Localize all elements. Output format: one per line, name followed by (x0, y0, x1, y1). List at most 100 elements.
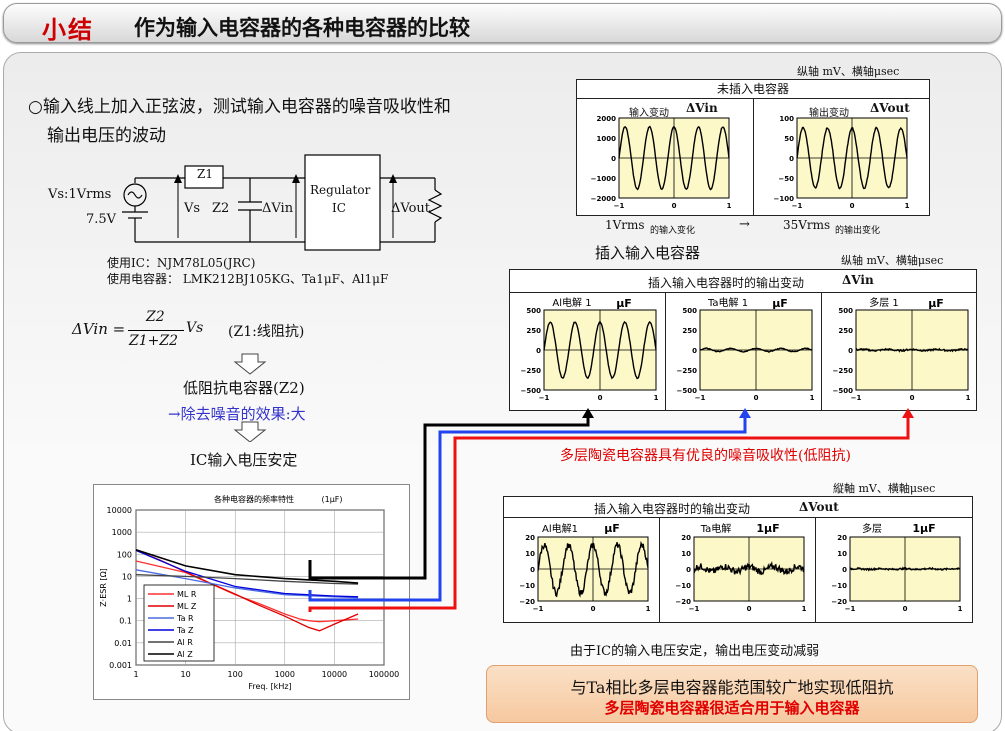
freq-ytick: 0.001 (109, 661, 132, 670)
dvin-label: ΔVin (262, 201, 294, 216)
bot-panel-name: 多层 (862, 522, 882, 535)
top-left-ytick: 0 (611, 155, 616, 163)
bot-panel-2-xtick: 1 (958, 605, 963, 613)
flow-step2: →除去噪音的效果:大 (168, 405, 306, 423)
top-right-xtick: 1 (905, 202, 910, 210)
freq-xtick: 10000 (322, 670, 347, 679)
mid-panel-2-waveform (855, 347, 969, 353)
legend-label: Al R (177, 638, 193, 647)
freq-ylabel: Z·ESR [Ω] (99, 568, 108, 607)
bot-panel-2-waveform (849, 566, 960, 572)
bot-panel-unit: 1μF (756, 522, 779, 535)
top-right-label: 输出变动 (809, 108, 849, 119)
vs-label: Vs (184, 201, 201, 216)
mid-panel-unit: μF (616, 297, 632, 310)
bot-panel-2-xtick: −1 (845, 605, 856, 613)
bot-panel-1-ytick: 20 (681, 534, 691, 542)
mid-panel-name: Al电解 1 (552, 296, 591, 309)
bot-panel-2-xtick: 0 (903, 605, 908, 613)
top-left-sym: ΔVin (686, 101, 718, 115)
mid-chart-title: 插入输入电容器时的输出变动 (648, 276, 805, 290)
formula-den: Z1+Z2 (129, 333, 178, 349)
formula-num: Z2 (146, 309, 165, 325)
freq-chart-title-unit: (1μF) (321, 495, 342, 504)
conclusion-text: 由于IC的输入电压安定，输出电压变动减弱 (570, 644, 820, 659)
bot-panel-1-xtick: 0 (747, 605, 752, 613)
mid-panel-1-xtick: −1 (695, 394, 706, 402)
top-left-xtick: 0 (672, 202, 677, 210)
bot-panel-0-ytick: −20 (519, 598, 535, 606)
formula-lhs: ΔVin = (72, 320, 126, 338)
freq-ytick: 10000 (107, 506, 132, 515)
top-right-sym: ΔVout (870, 101, 910, 115)
top-caption-left-txt: 的输入变化 (650, 226, 696, 236)
mid-panel-0-ytick: −250 (521, 367, 542, 375)
freq-xtick: 10 (181, 670, 191, 679)
top-left-ytick: 1000 (597, 135, 617, 143)
bot-panel-1-xtick: −1 (689, 605, 700, 613)
dc-label: 7.5V (86, 212, 117, 227)
connector-arrowhead (582, 408, 594, 418)
bot-panel-2-ytick: −10 (831, 582, 847, 590)
bot-panel-0-xtick: 1 (646, 605, 651, 613)
down-arrow-icon (233, 421, 267, 442)
flow-step1: 低阻抗电容器(Z2) (183, 379, 305, 397)
top-caption-right-txt: 的输出变化 (835, 226, 881, 236)
top-left-xtick: −1 (614, 202, 625, 210)
bot-chart-sym: ΔVout (799, 500, 839, 514)
top-units: 纵轴 mV、横轴μsec (797, 65, 900, 78)
top-right-waveform (796, 126, 908, 190)
fraction-bar (128, 330, 184, 331)
top-right-xtick: 0 (850, 202, 855, 210)
mid-panel-2-xtick: 1 (966, 394, 971, 402)
bot-panel-1-ytick: −10 (675, 582, 691, 590)
freq-ytick: 1000 (112, 528, 132, 537)
legend-label: ML R (177, 590, 197, 599)
header-bar: 小结 作为输入电容器的各种电容器的比较 (3, 3, 1002, 44)
bot-panel-unit: μF (604, 522, 620, 535)
mid-units: 纵轴 mV、横轴μsec (841, 254, 944, 267)
mid-panel-0-xtick: 1 (654, 394, 659, 402)
top-left-waveform (618, 125, 730, 191)
top-left-label: 输入变动 (629, 108, 669, 119)
caps-used-text: 使用电容器： LMK212BJ105KG、Ta1μF、Al1μF (107, 272, 389, 286)
bot-panel-1-ytick: 0 (686, 566, 691, 574)
bot-panel-0-xtick: 0 (591, 605, 596, 613)
formula-vs: Vs (186, 320, 204, 336)
freq-xtick: 100000 (369, 670, 400, 679)
top-right-ytick: 100 (779, 115, 794, 123)
top-caption-left-val: 1Vrms (605, 218, 645, 232)
bot-panel-0-ytick: 20 (525, 534, 535, 542)
bot-panel-unit: 1μF (912, 522, 935, 535)
freq-chart-title: 各种电容器的频率特性 (214, 494, 294, 504)
z2-label: Z2 (212, 201, 230, 216)
mid-panel-1-ytick: −500 (677, 387, 698, 395)
freq-series-line (135, 569, 359, 599)
bot-panel-2-ytick: 10 (837, 550, 847, 558)
legend-label: Ta R (176, 614, 194, 623)
summary-box: 与Ta相比多层电容器能范围较广地实现低阻抗 多层陶瓷电容器很适合用于输入电容器 (486, 665, 978, 723)
mid-panel-0-ytick: −500 (521, 387, 542, 395)
top-right-ytick: −50 (778, 175, 794, 183)
bot-panel-name: Al电解1 (542, 522, 578, 535)
dvout-label: ΔVout (391, 201, 431, 216)
mid-panel-1-waveform (699, 347, 813, 353)
circuit-diagram (122, 154, 443, 251)
ic-label: IC (332, 201, 346, 215)
header-title: 小结 (42, 15, 94, 44)
freq-xtick: 1000 (275, 670, 295, 679)
bot-panel-name: Ta电解 (700, 522, 732, 535)
regulator-label: Regulator (310, 183, 371, 197)
top-left-ytick: −1000 (591, 175, 616, 183)
intro-line1: ○输入线上加入正弦波，测试输入电容器的噪音吸收性和 (28, 97, 451, 117)
mid-panel-unit: μF (928, 297, 944, 310)
bot-panel-2-ytick: −20 (831, 598, 847, 606)
freq-xtick: 100 (228, 670, 243, 679)
bullet-icon: ○ (28, 97, 43, 117)
top-caption-arrow: → (739, 217, 750, 232)
bot-panel-1-ytick: 10 (681, 550, 691, 558)
